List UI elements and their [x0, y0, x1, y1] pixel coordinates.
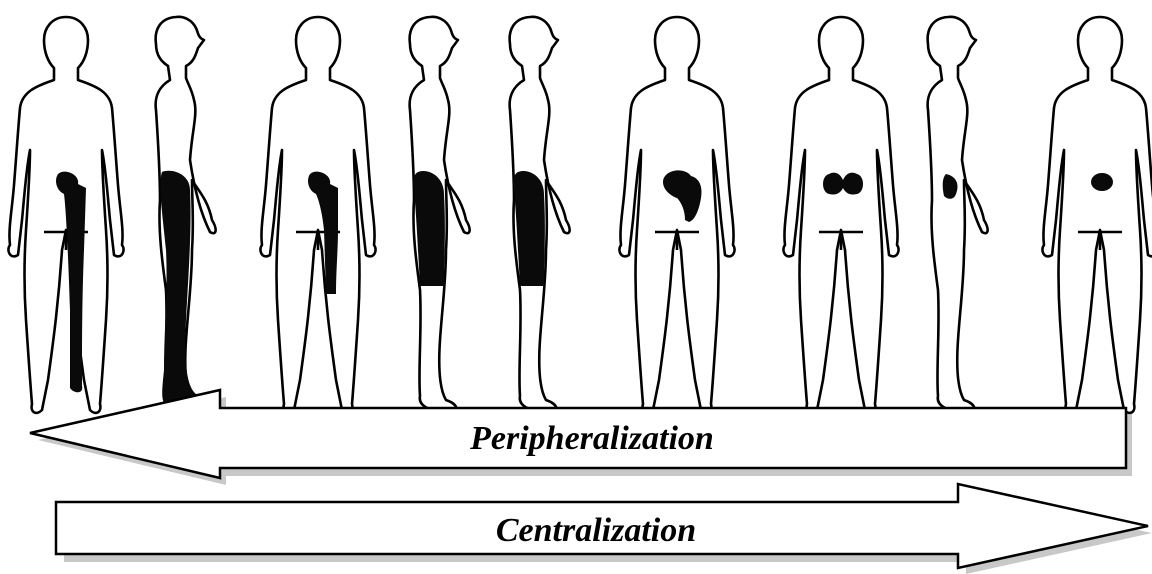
peripheralization-label: Peripheralization	[469, 420, 714, 457]
body-figure-back-view	[619, 17, 734, 413]
body-outline	[260, 17, 375, 413]
centralization-label: Centralization	[496, 512, 696, 549]
body-figure-back-view	[260, 17, 375, 413]
body-outline	[783, 17, 898, 413]
body-figure-side-view	[510, 17, 570, 412]
pain-area	[160, 171, 204, 406]
body-outline	[928, 17, 988, 412]
body-figure-side-view	[928, 17, 988, 412]
body-figures	[8, 17, 1152, 413]
body-figure-side-view	[156, 17, 216, 412]
body-figure-back-view	[783, 17, 898, 413]
body-outline	[1042, 17, 1152, 413]
body-outline	[619, 17, 734, 413]
centralization-arrow: Centralization	[56, 484, 1152, 574]
body-figure-side-view	[410, 17, 470, 412]
body-figure-back-view	[8, 17, 123, 413]
pain-area	[1091, 173, 1113, 191]
body-figure-back-view	[1042, 17, 1152, 413]
